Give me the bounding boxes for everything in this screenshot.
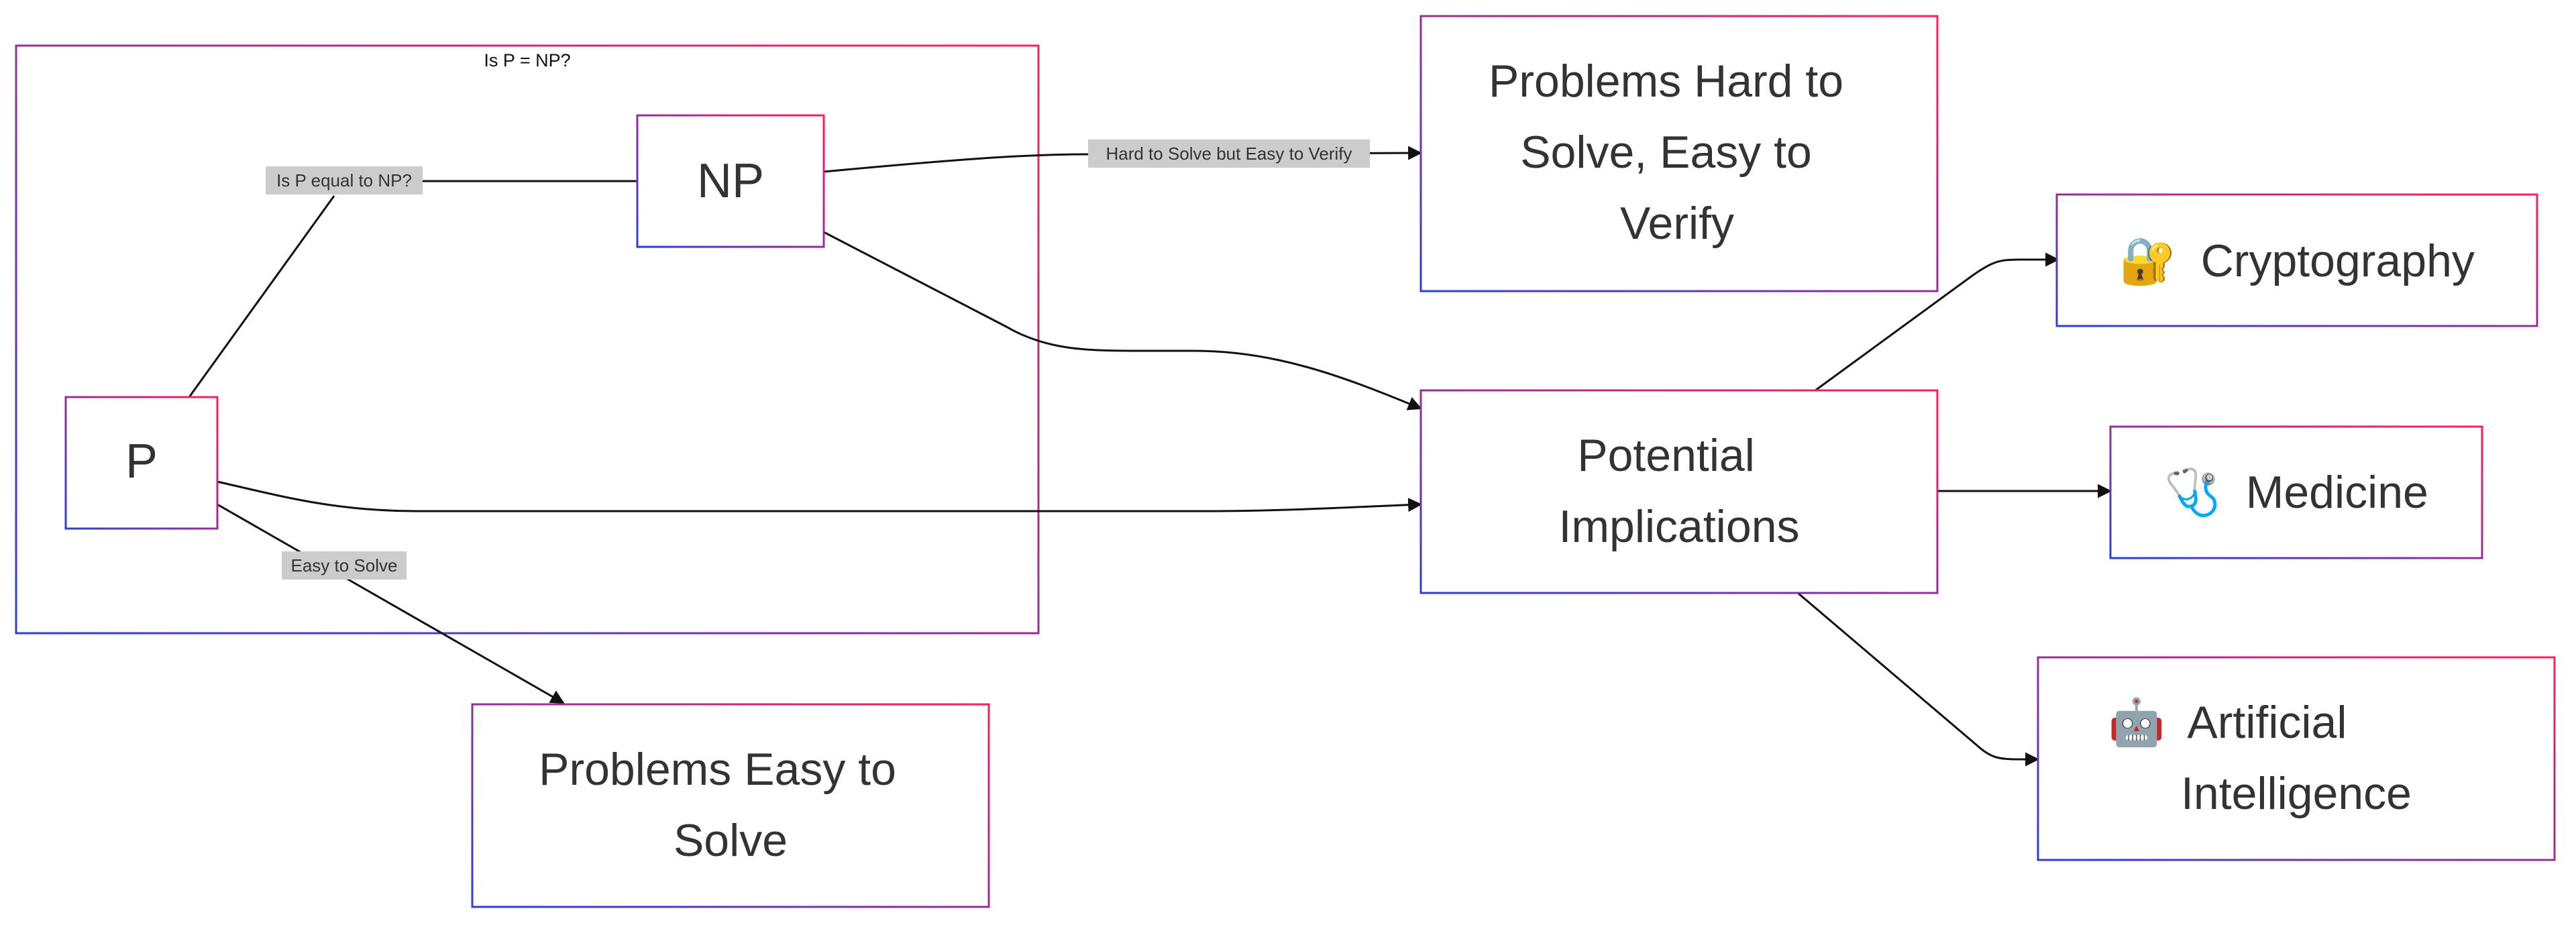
edge-np-implications bbox=[823, 231, 1422, 411]
node-cryptography-label: Cryptography bbox=[2201, 235, 2475, 286]
edge-label-p-easy-text: Easy to Solve bbox=[291, 555, 398, 576]
edge-implications-crypto bbox=[1815, 252, 2060, 392]
svg-text:🩺 Medicine: 🩺 Medicine bbox=[2164, 466, 2428, 518]
node-problems-easy[interactable]: Problems Easy to Solve bbox=[471, 703, 990, 908]
node-problems-hard[interactable]: Problems Hard to Solve, Easy to Verify bbox=[1419, 15, 1939, 292]
node-np[interactable]: NP bbox=[636, 114, 825, 248]
cluster-p-vs-np: Is P = NP? bbox=[15, 44, 1040, 635]
edge-label-p-np-text: Is P equal to NP? bbox=[276, 170, 412, 191]
node-problems-easy-line-1: Problems Easy to bbox=[539, 744, 896, 795]
cluster-title: Is P = NP? bbox=[484, 50, 570, 70]
node-implications-line-2: Implications bbox=[1558, 501, 1799, 552]
edge-np-hard bbox=[823, 146, 1423, 173]
node-problems-hard-line-1: Problems Hard to bbox=[1489, 56, 1843, 107]
stethoscope-icon: 🩺 bbox=[2164, 466, 2221, 518]
node-problems-hard-line-2: Solve, Easy to bbox=[1520, 127, 1812, 178]
robot-icon: 🤖 bbox=[2108, 696, 2165, 748]
svg-text:🔐 Cryptography: 🔐 Cryptography bbox=[2119, 235, 2475, 286]
node-problems-easy-line-2: Solve bbox=[674, 815, 788, 866]
node-potential-implications[interactable]: Potential Implications bbox=[1419, 389, 1939, 594]
edge-implications-ai bbox=[1797, 592, 2040, 767]
node-problems-hard-line-3: Verify bbox=[1620, 198, 1734, 249]
node-medicine[interactable]: 🩺 Medicine bbox=[2109, 425, 2483, 559]
node-np-label: NP bbox=[697, 154, 764, 208]
edge-label-np-hard: Hard to Solve but Easy to Verify bbox=[1088, 140, 1370, 168]
svg-text:🤖 Artificial Inte: 🤖 Artificial Intelligence bbox=[2108, 696, 2412, 819]
lock-with-key-icon: 🔐 bbox=[2119, 235, 2176, 286]
edge-p-implications bbox=[217, 480, 1423, 512]
node-p-label: P bbox=[125, 435, 158, 488]
node-ai-line-1: Artificial bbox=[2187, 697, 2347, 748]
node-implications-line-1: Potential bbox=[1577, 430, 1755, 481]
node-artificial-intelligence[interactable]: 🤖 Artificial Intelligence bbox=[2037, 656, 2556, 861]
node-p[interactable]: P bbox=[64, 396, 219, 530]
edge-label-p-easy: Easy to Solve bbox=[282, 551, 407, 580]
svg-text:Problems Hard to Solve,: Problems Hard to Solve, Easy to Verify bbox=[1489, 56, 1856, 249]
edge-p-easy bbox=[217, 503, 565, 704]
node-cryptography[interactable]: 🔐 Cryptography bbox=[2055, 193, 2538, 327]
edge-label-np-hard-text: Hard to Solve but Easy to Verify bbox=[1106, 144, 1352, 164]
node-medicine-label: Medicine bbox=[2246, 467, 2428, 518]
edge-p-np bbox=[188, 195, 335, 398]
edges bbox=[188, 146, 2112, 767]
svg-text:Potential Implications: Potential Implications bbox=[1558, 430, 1799, 552]
edge-label-p-np: Is P equal to NP? bbox=[266, 166, 423, 195]
svg-text:Problems Easy to Solve: Problems Easy to Solve bbox=[539, 744, 909, 866]
node-ai-line-2: Intelligence bbox=[2181, 768, 2412, 819]
